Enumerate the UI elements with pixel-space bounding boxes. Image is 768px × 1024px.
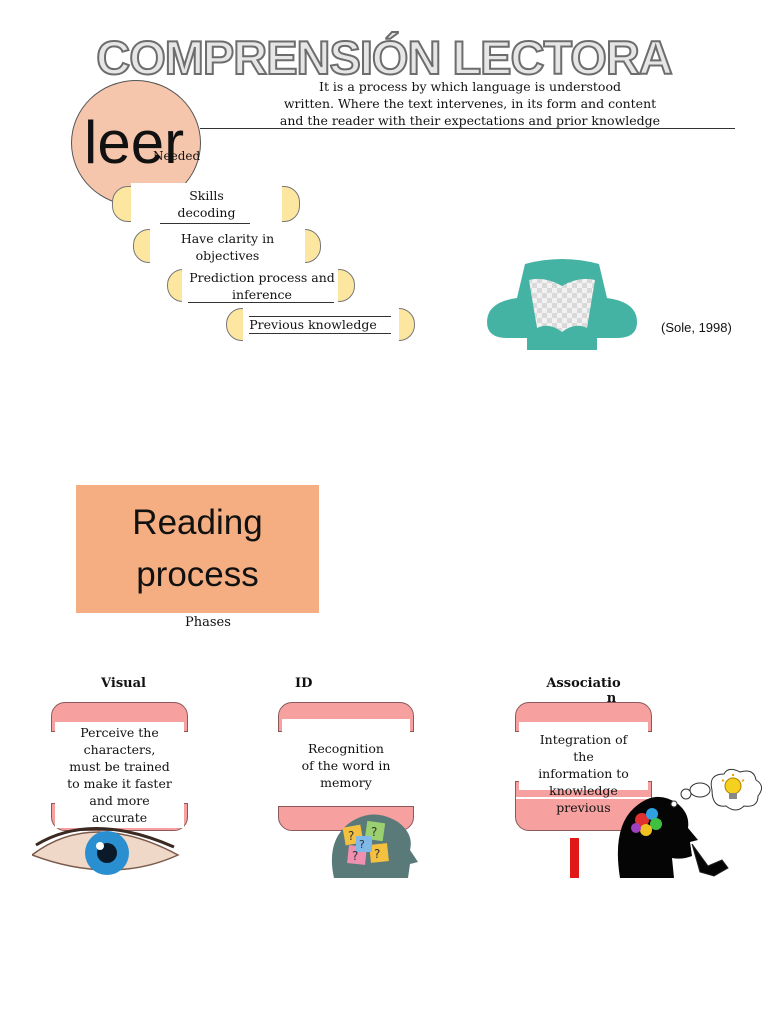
phase-id-line-2: of the word in xyxy=(301,758,391,773)
skill-1-underline xyxy=(160,223,250,224)
leer-word: leer xyxy=(84,109,185,176)
phase-id-title: ID xyxy=(295,676,313,691)
phase-visual-line-1: Perceive the xyxy=(80,725,159,740)
reading-process-box: Reading process xyxy=(76,485,319,613)
phase-association-card-bg xyxy=(519,722,648,790)
head-question-marks-icon: ? ? ? ? ? xyxy=(331,814,418,878)
skill-text-4: Previous knowledge xyxy=(243,316,383,333)
phase-visual-line-3: must be trained xyxy=(69,759,170,774)
definition-line-1: It is a process by which language is und… xyxy=(319,79,621,94)
phase-association-line-4: knowledge xyxy=(549,783,618,798)
skill-2-line-2: objectives xyxy=(195,248,260,263)
phase-association-line-1: Integration of xyxy=(539,732,628,747)
skill-card-3 xyxy=(182,266,338,305)
skill-text-2: Have clarity in objectives xyxy=(150,230,305,264)
phase-association-title: Associatio n xyxy=(536,676,631,706)
phase-association-band xyxy=(516,797,651,799)
phase-visual-title: Visual xyxy=(101,676,146,691)
question-mark-2: ? xyxy=(371,825,377,839)
skill-card-2 xyxy=(150,226,305,266)
skill-4-underline xyxy=(249,333,391,334)
page-title: COMPRENSIÓN LECTORA xyxy=(95,30,674,85)
definition-line-3: and the reader with their expectations a… xyxy=(279,113,661,128)
red-bar xyxy=(570,838,579,878)
phase-id-line-3: memory xyxy=(320,775,372,790)
skill-3-line-2: inference xyxy=(232,287,292,302)
reading-process-line-2: process xyxy=(136,555,259,594)
phase-visual-line-4: to make it faster xyxy=(67,776,172,791)
question-mark-1: ? xyxy=(348,829,354,843)
phase-id-card: Recognition of the word in memory xyxy=(282,719,410,805)
question-mark-3: ? xyxy=(352,849,358,863)
phase-association-line-2: the xyxy=(573,749,594,764)
definition-underline xyxy=(200,128,735,129)
skill-1-line-1: Skills xyxy=(189,188,224,203)
skill-text-3: Prediction process and inference xyxy=(182,269,342,303)
needed-label: Needed xyxy=(153,149,201,163)
eye-icon xyxy=(32,827,180,879)
phase-association-line-5: previous xyxy=(556,800,611,815)
skill-card-4 xyxy=(243,305,399,344)
skill-4-line-1: Previous knowledge xyxy=(249,317,377,332)
skill-3-line-1: Prediction process and xyxy=(189,270,335,285)
definition-line-2: written. Where the text intervenes, in i… xyxy=(283,96,657,111)
thinking-person-icon xyxy=(617,768,762,878)
skill-1-line-2: decoding xyxy=(177,205,236,220)
skill-2-line-1: Have clarity in xyxy=(180,231,275,246)
skill-text-1: Skills decoding xyxy=(131,187,282,221)
reading-process-line-1: Reading xyxy=(132,503,263,542)
phase-visual-card: Perceive the characters, must be trained… xyxy=(55,722,184,828)
citation: (Sole, 1998) xyxy=(661,320,732,335)
skill-3-underline xyxy=(188,302,334,303)
phase-association-card: Integration of the information to knowle… xyxy=(519,731,648,816)
phase-id-line-1: Recognition xyxy=(308,741,384,756)
phase-visual-line-5: and more xyxy=(89,793,150,808)
phase-visual-line-2: characters, xyxy=(83,742,156,757)
question-mark-4: ? xyxy=(374,847,380,861)
phase-visual-line-6: accurate xyxy=(91,810,148,825)
skill-card-1 xyxy=(131,183,282,225)
open-book-icon xyxy=(487,259,637,350)
phase-association-title-line-1: Associatio xyxy=(546,676,621,691)
question-mark-5: ? xyxy=(359,838,365,851)
phase-association-line-3: information to xyxy=(538,766,629,781)
definition-text: It is a process by which language is und… xyxy=(270,78,670,129)
lightbulb-icon xyxy=(721,774,745,799)
phases-label: Phases xyxy=(185,615,231,630)
skill-4-topline xyxy=(249,316,391,317)
phase-association-title-line-2: n xyxy=(606,691,617,706)
